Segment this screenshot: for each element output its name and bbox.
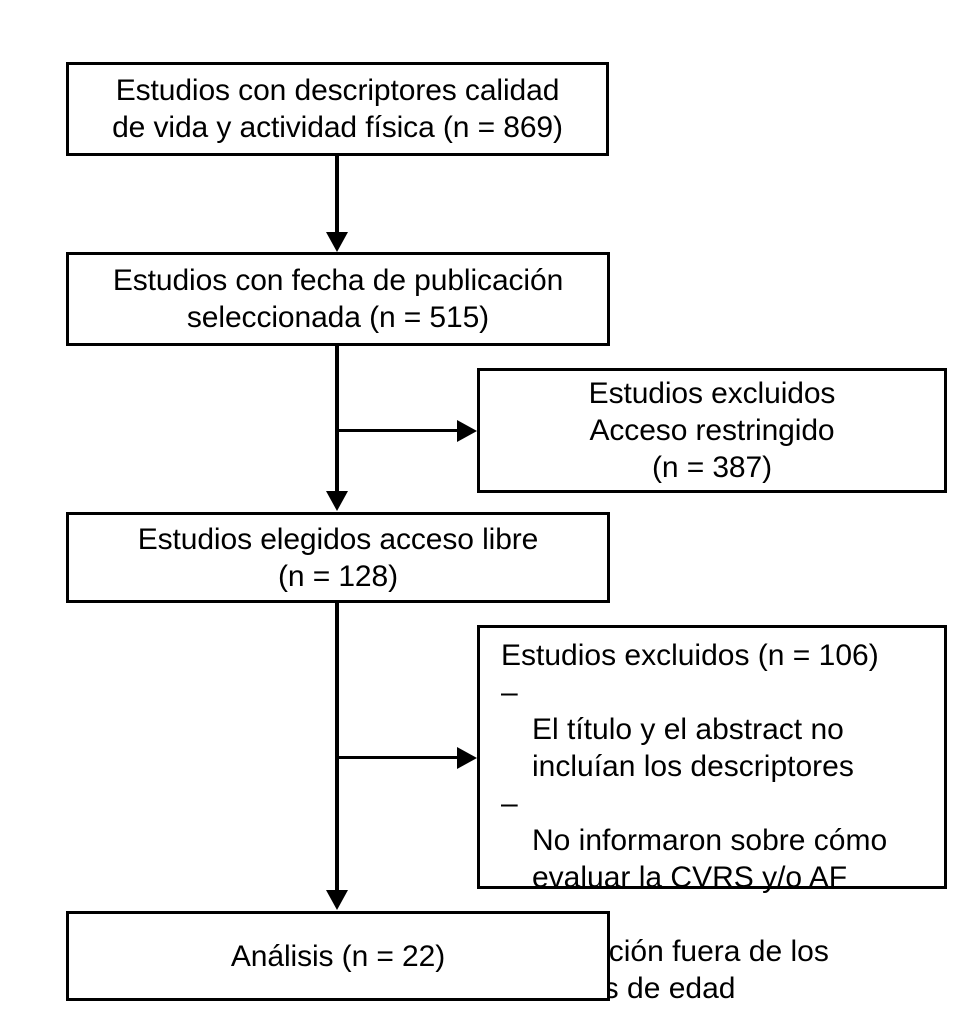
connector-line-acceso-excluidos-criterios — [337, 756, 459, 759]
arrow-head-down-to-analisis — [326, 890, 348, 910]
connector-line-fecha-excluidos-acceso — [337, 429, 459, 432]
node-estudios-excluidos-acceso-restringido-label: Estudios excluidos Acceso restringido (n… — [588, 377, 836, 484]
excluidos-criterios-item-1: –El título y el abstract no incluían los… — [501, 674, 944, 785]
node-analisis-label: Análisis (n = 22) — [230, 939, 446, 973]
dash-bullet-icon: – — [501, 787, 518, 820]
excluidos-criterios-item-2-label: No informaron sobre cómo evaluar la CVRS… — [532, 824, 888, 894]
excluidos-criterios-heading: Estudios excluidos (n = 106) — [501, 639, 879, 672]
node-estudios-fecha-publicacion: Estudios con fecha de publicación selecc… — [66, 252, 610, 346]
excluidos-criterios-item-2: –No informaron sobre cómo evaluar la CVR… — [501, 785, 944, 896]
dash-bullet-icon: – — [501, 676, 518, 709]
node-estudios-excluidos-criterios: Estudios excluidos (n = 106) –El título … — [477, 625, 947, 1005]
arrow-head-right-to-excluidos-criterios — [457, 747, 477, 769]
node-estudios-fecha-publicacion-label: Estudios con fecha de publicación selecc… — [112, 264, 564, 334]
connector-line-acceso-analisis — [335, 603, 339, 893]
node-analisis: Análisis (n = 22) — [66, 911, 610, 1001]
connector-line-fecha-acceso — [335, 346, 339, 493]
arrow-head-right-to-excluidos-acceso — [457, 420, 477, 442]
excluidos-criterios-item-1-label: El título y el abstract no incluían los … — [532, 713, 854, 783]
node-estudios-descriptores-label: Estudios con descriptores calidad de vid… — [112, 74, 563, 144]
node-estudios-elegidos-acceso-libre: Estudios elegidos acceso libre (n = 128) — [66, 512, 610, 603]
node-estudios-excluidos-acceso-restringido: Estudios excluidos Acceso restringido (n… — [477, 368, 947, 493]
arrow-head-down-to-acceso-libre — [326, 491, 348, 511]
connector-line-identificacion-fecha — [335, 156, 339, 234]
arrow-head-down-to-fecha — [326, 232, 348, 252]
node-estudios-elegidos-acceso-libre-label: Estudios elegidos acceso libre (n = 128) — [137, 522, 539, 593]
node-estudios-descriptores: Estudios con descriptores calidad de vid… — [66, 62, 609, 156]
